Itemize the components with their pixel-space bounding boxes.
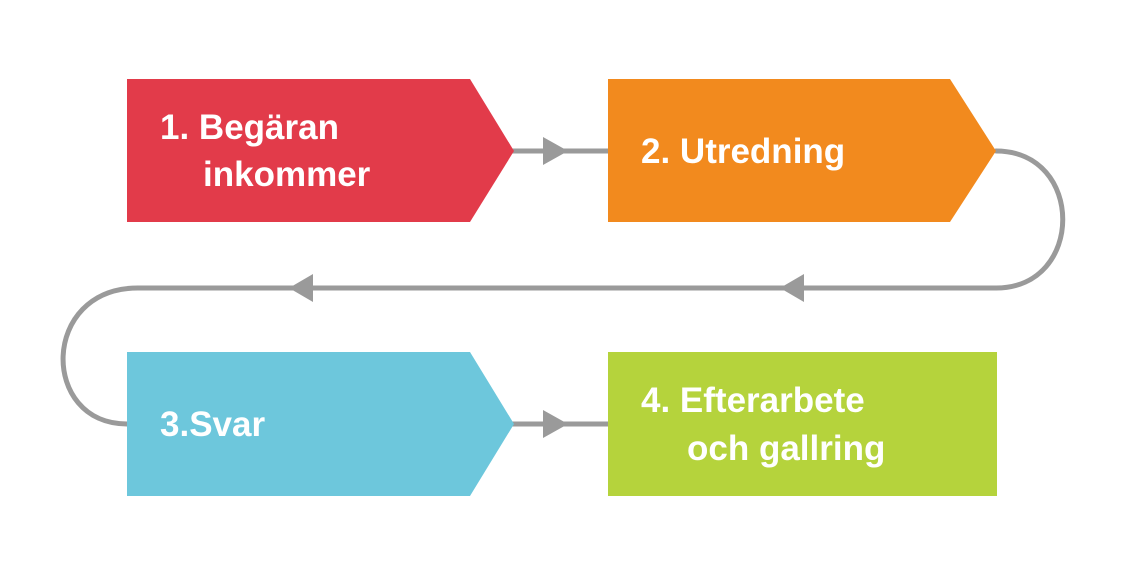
- step-label-line-2: inkommer: [203, 155, 371, 194]
- step-shape-efterarbete-och-gallring: [608, 352, 997, 496]
- arrowhead-left-icon: [289, 274, 313, 302]
- arrowhead-right-icon: [543, 137, 568, 165]
- step-label-line-1: 2. Utredning: [641, 132, 845, 171]
- step-label-line-2: och gallring: [687, 429, 885, 468]
- step-shape-svar: [127, 352, 514, 496]
- arrowhead-right-icon: [543, 410, 568, 438]
- step-label-line-1: 4. Efterarbete: [641, 381, 865, 420]
- arrowhead-left-icon: [780, 274, 804, 302]
- svg-text:4. Efterarbete och gallr: 4. Efterarbete och gallring: [641, 381, 885, 468]
- connector-step2-to-return-line: [993, 148, 1066, 291]
- step-label-line-1: 3.Svar: [160, 405, 265, 444]
- step-label-line-1: 1. Begäran: [160, 108, 339, 147]
- step-utredning: 2. Utredning: [608, 79, 996, 222]
- svg-text:3.Svar: 3.Svar: [160, 405, 265, 444]
- arrowheads: [289, 137, 804, 438]
- svg-text:2. Utredning: 2. Utredning: [641, 132, 845, 171]
- step-shape-begaran-inkommer: [127, 79, 514, 222]
- step-shape-utredning: [608, 79, 996, 222]
- connector-return-line-to-step3: [60, 285, 141, 427]
- step-begaran-inkommer: 1. Begäran inkommer: [127, 79, 514, 222]
- svg-text:1. Begäran inkommer: 1. Begäran inkommer: [160, 108, 371, 194]
- step-svar: 3.Svar: [127, 352, 514, 496]
- step-efterarbete-och-gallring: 4. Efterarbete och gallring: [608, 352, 997, 496]
